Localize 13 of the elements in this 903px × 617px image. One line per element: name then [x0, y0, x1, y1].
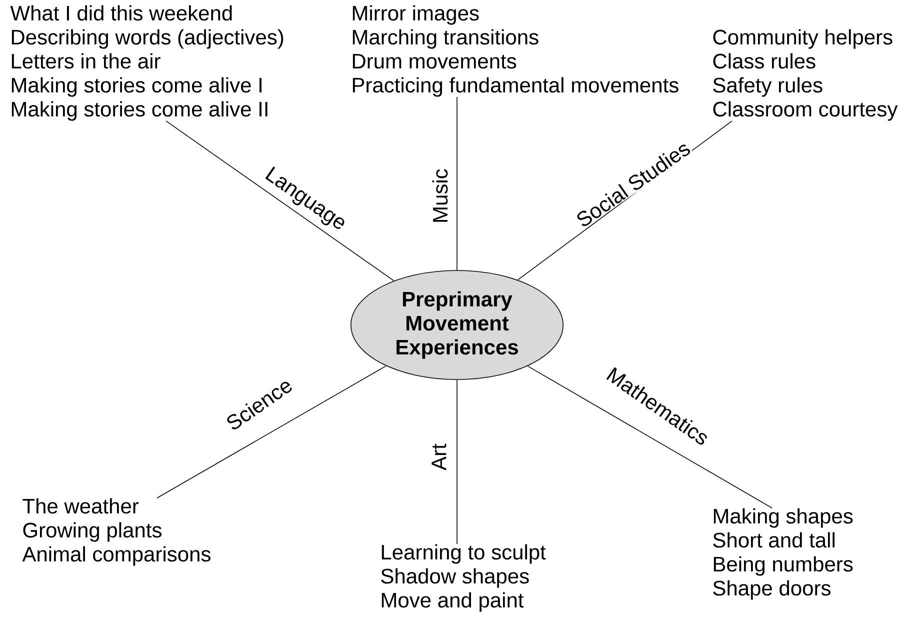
- connector-line: [527, 366, 772, 508]
- activity-list: Making shapes Short and tall Being numbers Shape doors: [713, 508, 853, 600]
- edge-label: Art: [430, 442, 448, 472]
- activity-list: Mirror images Marching transitions Drum movements Practicing fundamental movements: [352, 5, 678, 97]
- activity-list: Learning to sculpt Shadow shapes Move and paint: [381, 544, 546, 612]
- connector-line: [456, 96, 458, 270]
- activity-list: The weather Growing plants Animal comparisons: [22, 498, 210, 566]
- activity-list: Community helpers Class rules Safety rules Classroom courtesy: [713, 29, 898, 121]
- edge-label: Music: [431, 168, 449, 224]
- connector-line: [156, 366, 386, 498]
- activity-list: What I did this weekend Describing words (adjectives) Letters in the air Making stories come alive I Making stories come alive II: [10, 5, 284, 121]
- connector-line: [166, 120, 394, 282]
- connector-line: [456, 380, 458, 544]
